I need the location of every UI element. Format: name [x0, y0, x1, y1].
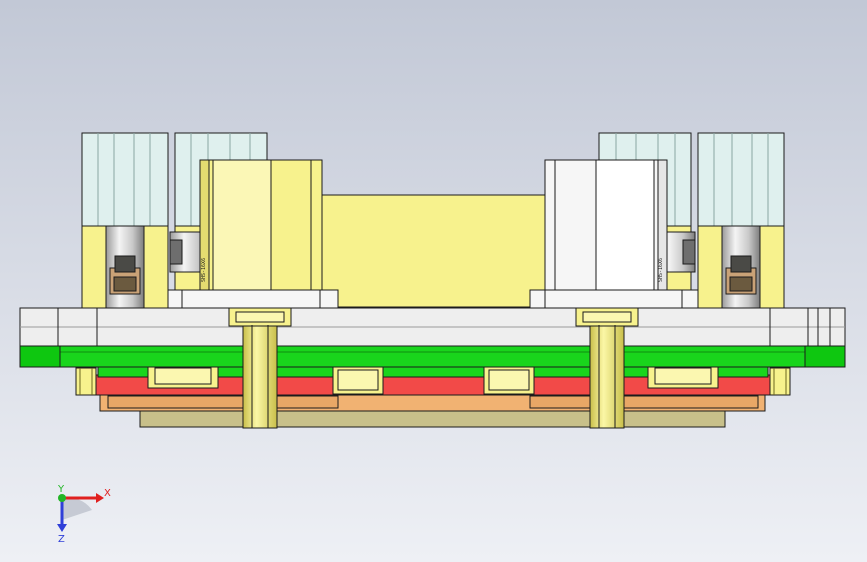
locating-pin-right	[575, 307, 639, 429]
clamp-foot-left	[167, 289, 339, 309]
tan-plate-inner	[107, 395, 339, 409]
cylinder-left-outer	[81, 132, 169, 309]
coordinate-triad[interactable]: X Y Z	[57, 484, 111, 545]
z-axis-label: Z	[58, 534, 65, 545]
side-bolt-right	[769, 367, 791, 396]
x-axis-label: X	[104, 488, 111, 499]
screw-plug-right	[654, 231, 696, 273]
y-axis-label: Y	[57, 484, 65, 495]
clamp-block-left	[199, 159, 323, 293]
clamp-foot-right	[529, 289, 699, 309]
part-label-left: SHS-16X6	[201, 258, 207, 282]
side-bolt-left	[75, 367, 97, 396]
locating-pin-left	[228, 307, 292, 429]
center-back-block	[321, 194, 548, 308]
part-label-right: SHS-16X6	[658, 258, 664, 282]
fixture-assembly[interactable]	[19, 132, 846, 429]
green-plate	[19, 344, 846, 368]
cylinder-right-outer	[697, 132, 785, 309]
tan-plate-inner	[529, 395, 759, 409]
clamp-block-right	[544, 159, 668, 293]
y-axis-dot	[58, 494, 66, 502]
